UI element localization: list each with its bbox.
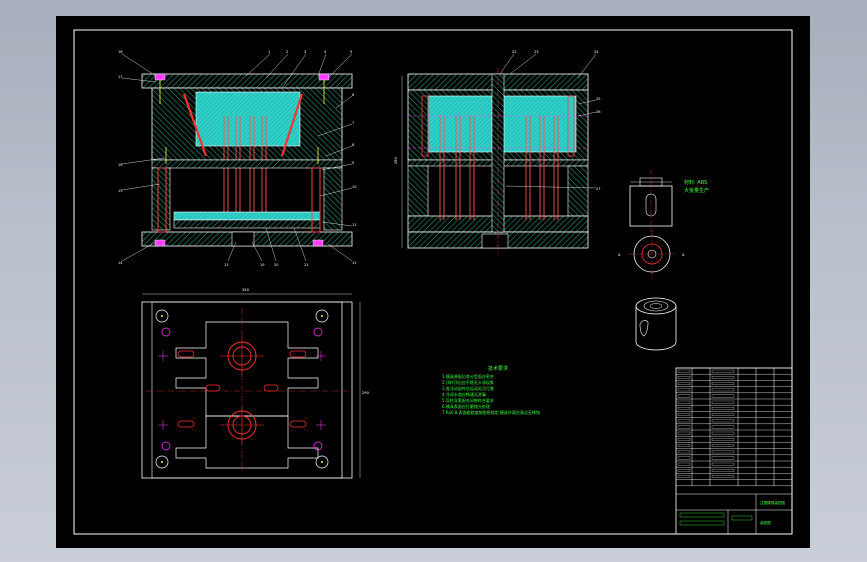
svg-text:14: 14 <box>118 261 123 265</box>
parts-list-cell <box>711 394 735 398</box>
parts-list-cell <box>677 382 691 385</box>
svg-text:17: 17 <box>118 75 123 79</box>
parts-list-cell <box>677 400 691 404</box>
svg-text:15: 15 <box>118 189 123 193</box>
parts-list-cell <box>711 382 735 385</box>
svg-text:1: 1 <box>268 50 270 54</box>
part-views: A A 材料: ABS 大批量生产 <box>618 170 709 351</box>
parts-list-cell <box>711 450 735 454</box>
svg-text:9: 9 <box>352 161 355 165</box>
parts-list-cell <box>677 450 691 454</box>
svg-text:23: 23 <box>534 50 539 54</box>
parts-list-cell <box>711 400 735 404</box>
svg-text:5: 5 <box>350 50 352 54</box>
parts-list-cell <box>677 419 691 423</box>
parts-list-cell <box>677 456 691 460</box>
svg-text:16: 16 <box>118 163 123 167</box>
svg-text:280: 280 <box>394 156 398 164</box>
svg-text:4: 4 <box>324 50 327 54</box>
parts-list-cell <box>711 376 735 379</box>
parts-list-cell <box>677 475 691 478</box>
parts-list-cell <box>677 444 691 447</box>
svg-text:11: 11 <box>352 223 357 227</box>
parts-list-cell <box>711 456 735 460</box>
tech-line-5: 5.导柱导套配合间隙符合要求 <box>442 397 494 403</box>
side-section-view: 22 23 24 25 26 27 280 <box>394 50 601 256</box>
parts-list-cell <box>711 388 735 392</box>
parts-list-cell <box>677 388 691 392</box>
svg-text:27: 27 <box>596 187 601 191</box>
svg-text:3: 3 <box>304 50 306 54</box>
parts-list-cell <box>711 475 735 478</box>
parts-list-cell <box>677 462 691 466</box>
svg-text:6: 6 <box>352 93 355 97</box>
svg-text:A: A <box>682 253 685 257</box>
parts-list-cell <box>711 425 735 429</box>
svg-text:18: 18 <box>118 50 123 54</box>
tech-line-7: 7.Ra0.8 表面粗糙度按图纸规定 模具外观应清洁无锈蚀 <box>442 409 540 415</box>
title-block-sub: 装配图 <box>760 520 771 525</box>
svg-text:8: 8 <box>352 143 355 147</box>
parts-list-cell <box>677 413 691 416</box>
svg-text:21: 21 <box>304 263 309 267</box>
parts-list-cell <box>711 407 735 410</box>
parts-list-cell <box>711 462 735 466</box>
parts-list-cell <box>711 444 735 447</box>
svg-text:350: 350 <box>242 288 250 292</box>
svg-text:A: A <box>618 253 621 257</box>
svg-text:22: 22 <box>512 50 517 54</box>
parts-list-cell <box>677 438 691 441</box>
svg-text:19: 19 <box>260 263 265 267</box>
parts-list-cell <box>711 431 735 435</box>
tech-line-6: 6.模具表面应打磨抛光处理 <box>442 403 490 409</box>
parts-list-cell <box>677 376 691 379</box>
parts-list-cell <box>711 369 735 373</box>
title-block: 注塑模具装配图 装配图 <box>675 367 793 535</box>
technical-requirements: 技术要求 1.模具装配后各分型面应密合 2.顶杆顶出应平稳无卡滞现象 3.各活动… <box>442 365 540 415</box>
parts-list-cell <box>677 394 691 398</box>
svg-text:24: 24 <box>594 50 599 54</box>
svg-text:12: 12 <box>352 261 357 265</box>
svg-text:290: 290 <box>362 391 370 395</box>
svg-text:7: 7 <box>352 121 354 125</box>
parts-list-cell <box>677 431 691 435</box>
parts-list-cell <box>711 469 735 472</box>
material-note: 材料: ABS <box>684 179 707 186</box>
svg-text:20: 20 <box>274 263 279 267</box>
parts-list-cell <box>711 419 735 423</box>
svg-text:2: 2 <box>286 50 288 54</box>
title-block-title: 注塑模具装配图 <box>760 500 786 505</box>
parts-list-cell <box>711 438 735 441</box>
svg-text:25: 25 <box>596 97 601 101</box>
tech-line-4: 4.冷却水道应畅通无渗漏 <box>442 391 486 397</box>
tech-line-1: 1.模具装配后各分型面应密合 <box>442 373 494 379</box>
parts-list-cell <box>677 407 691 410</box>
plan-view: 350 290 <box>141 288 370 479</box>
svg-text:26: 26 <box>596 110 601 114</box>
svg-text:13: 13 <box>224 263 229 267</box>
parts-list-cell <box>677 469 691 472</box>
drawing-border <box>73 29 793 535</box>
parts-list-cell <box>677 425 691 429</box>
tech-title: 技术要求 <box>488 365 508 372</box>
svg-text:10: 10 <box>352 185 357 189</box>
tech-line-2: 2.顶杆顶出应平稳无卡滞现象 <box>442 379 494 385</box>
tech-line-3: 3.各活动部件应运动灵活可靠 <box>442 385 494 391</box>
parts-list-cell <box>711 413 735 416</box>
production-note: 大批量生产 <box>684 187 709 194</box>
parts-list-cell <box>677 369 691 373</box>
